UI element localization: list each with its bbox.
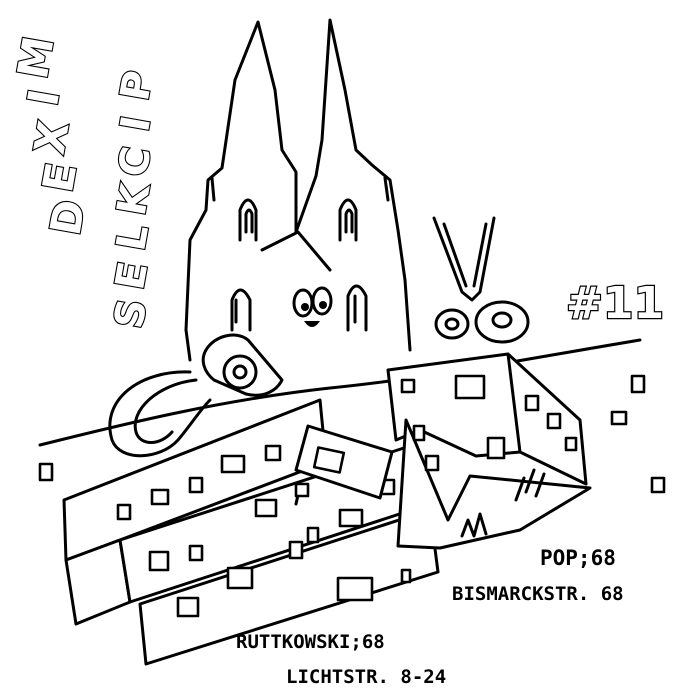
- horizon-line: [38, 338, 642, 447]
- title-mixed-letter: I: [18, 86, 69, 110]
- scattered-squares: [38, 374, 666, 584]
- title-pickles-letter: K: [109, 179, 160, 219]
- right-eye: [311, 286, 333, 316]
- left-eye: [292, 288, 314, 318]
- title-mixed-letter: X: [25, 117, 79, 157]
- title-mixed-letter: D: [41, 196, 95, 239]
- title-pickles-letter: P: [112, 67, 162, 104]
- title-mixed-letter: E: [33, 159, 86, 196]
- scissors-drawing: [432, 216, 530, 344]
- film-ribbon-right: [386, 352, 592, 550]
- title-pickles-letter: C: [110, 143, 160, 180]
- title-pickles-letter: S: [106, 296, 156, 332]
- film-ribbon-left: [62, 398, 440, 666]
- title-pickles-letter: I: [112, 112, 160, 135]
- venue-pop-address: BISMARCKSTR. 68: [452, 583, 624, 605]
- venue-pop-name: POP;68: [540, 546, 616, 570]
- title-mixed-letter: M: [8, 33, 64, 83]
- issue-number: #11: [566, 278, 664, 329]
- cathedral-drawing: [184, 18, 412, 362]
- film-panel-center: [294, 424, 394, 506]
- venue-ruttkowski-name: RUTTKOWSKI;68: [236, 631, 385, 653]
- venue-ruttkowski-address: LICHTSTR. 8-24: [286, 666, 446, 688]
- ribbon-loop: [108, 333, 284, 458]
- title-pickles-letter: E: [107, 258, 157, 293]
- title-pickles-letter: L: [108, 221, 158, 254]
